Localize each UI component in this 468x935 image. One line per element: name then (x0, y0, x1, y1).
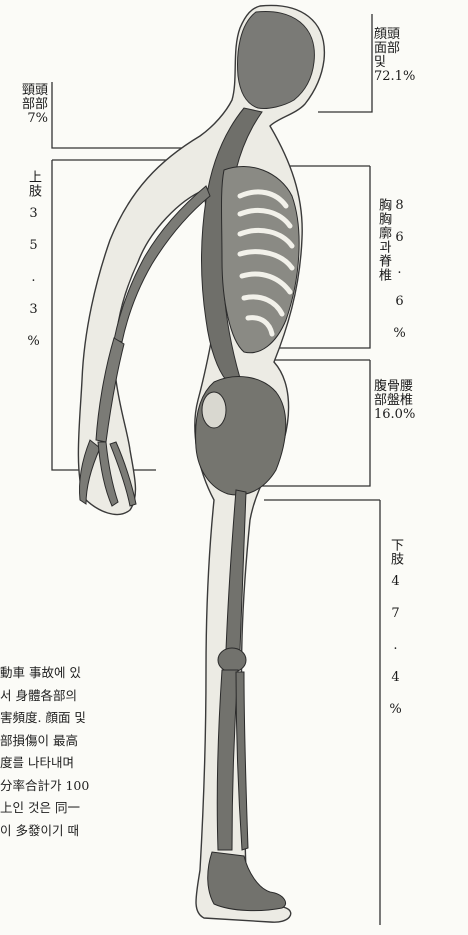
label-head-face: 顔頭 面部 및 72.1% (374, 28, 415, 84)
percent-head-face: 72.1% (374, 70, 415, 84)
label-chest-spine: 胸胸 廓 과 脊椎 8 6 . 6 % (376, 198, 406, 342)
percent-lower-limb: 4 7 . 4 % (388, 574, 402, 718)
percent-abdomen-pelvis: 16.0% (374, 408, 415, 422)
percent-head-neck: 7% (8, 112, 48, 126)
percent-upper-limb: 3 5 . 3 % (26, 206, 40, 350)
label-head-neck: 頸頭 部部 7% (8, 84, 48, 126)
percent-chest-spine: 8 6 . 6 % (392, 198, 406, 342)
bracket-head-neck (52, 82, 186, 148)
label-abdomen-pelvis: 腹骨腰 部盤椎 16.0% (374, 380, 415, 422)
caption-text: 動車 事故에 있 서 身體各部의 害頻度. 顔面 및 部損傷이 最高 度를 나타… (0, 662, 155, 842)
label-upper-limb: 上肢 3 5 . 3 % (26, 170, 40, 350)
bracket-lower-limb (264, 500, 380, 925)
pelvis (196, 377, 286, 495)
label-lower-limb: 下肢 4 7 . 4 % (388, 538, 402, 718)
bracket-head-face (318, 14, 372, 112)
